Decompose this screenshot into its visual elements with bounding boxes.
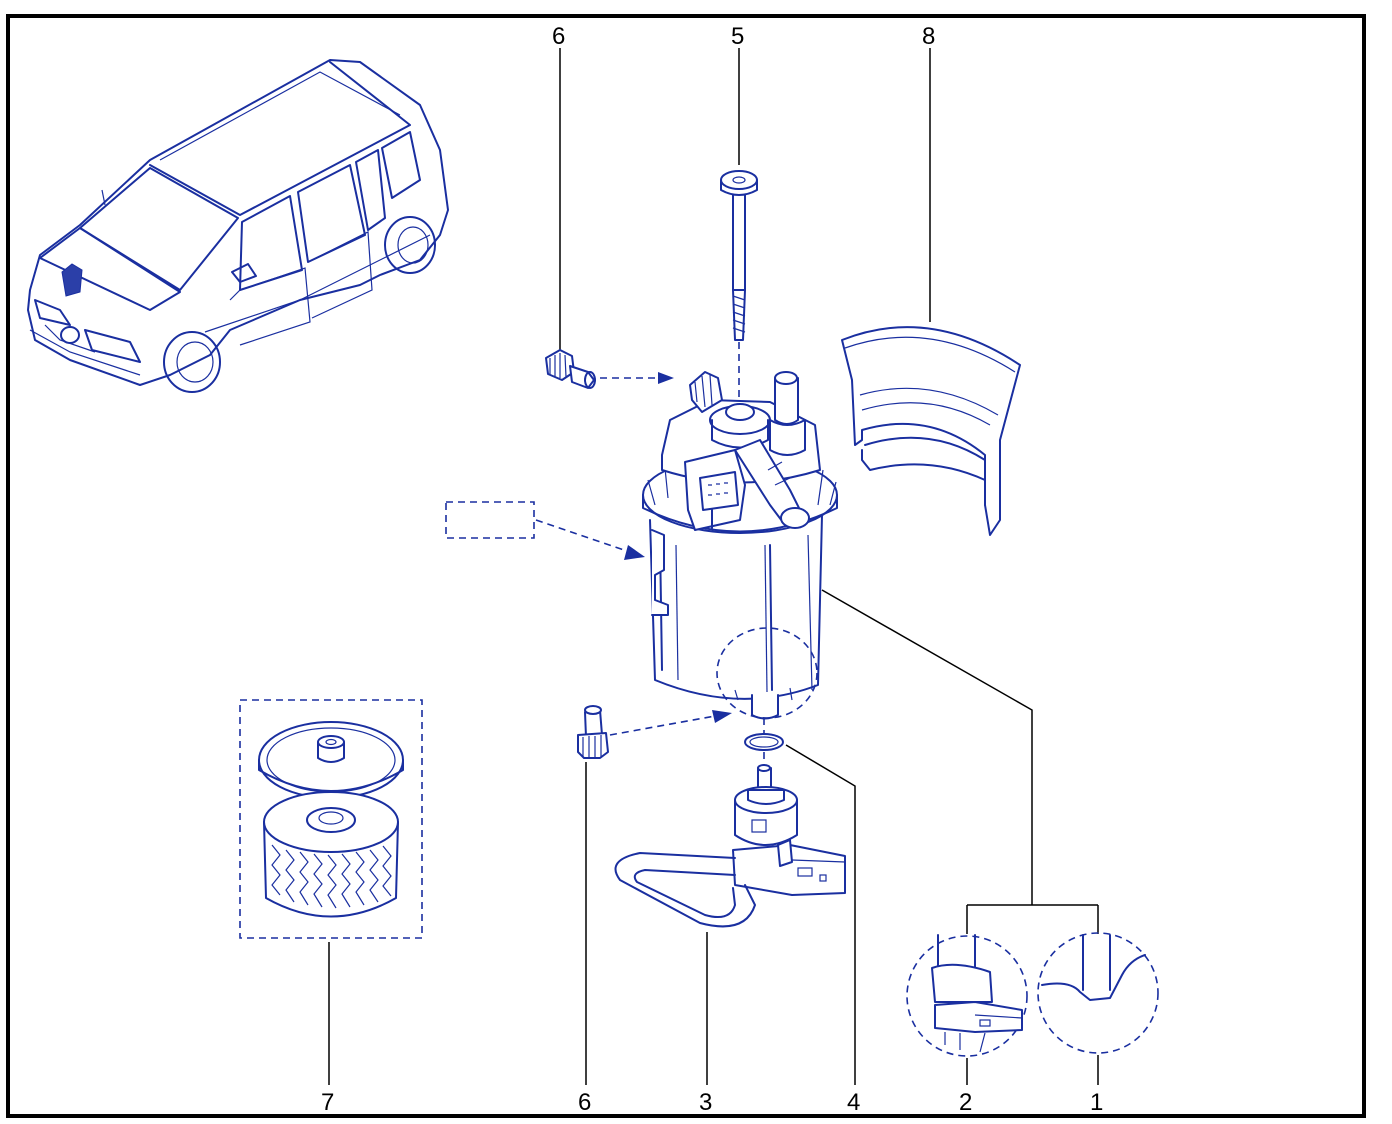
callout-label-6-top: 6 bbox=[552, 23, 565, 50]
callout-label-8: 8 bbox=[922, 23, 935, 50]
heat-shield-part bbox=[841, 48, 1021, 536]
callout-label-3: 3 bbox=[699, 1089, 712, 1116]
water-sensor-harness-part bbox=[614, 718, 846, 1085]
bolt-part bbox=[720, 48, 758, 410]
detail-variant-without-sensor bbox=[1037, 932, 1159, 1085]
bleed-screw-top bbox=[545, 48, 674, 389]
filter-element-part bbox=[239, 699, 423, 1085]
vehicle-illustration bbox=[27, 59, 449, 393]
diagram-border bbox=[6, 14, 1366, 1118]
component-location-marker bbox=[61, 263, 83, 297]
detail-variant-with-sensor bbox=[906, 934, 1028, 1085]
callout-label-5: 5 bbox=[731, 23, 744, 50]
filter-housing-part bbox=[642, 371, 838, 720]
callout-label-2: 2 bbox=[959, 1089, 972, 1116]
reference-placeholder-box bbox=[445, 501, 535, 539]
o-ring-part bbox=[744, 733, 856, 1085]
callout-label-6-bottom: 6 bbox=[578, 1089, 591, 1116]
bleed-screw-bottom bbox=[577, 705, 732, 1085]
callout-label-4: 4 bbox=[847, 1089, 860, 1116]
callout-label-7: 7 bbox=[321, 1089, 334, 1116]
callout-label-1: 1 bbox=[1090, 1089, 1103, 1116]
